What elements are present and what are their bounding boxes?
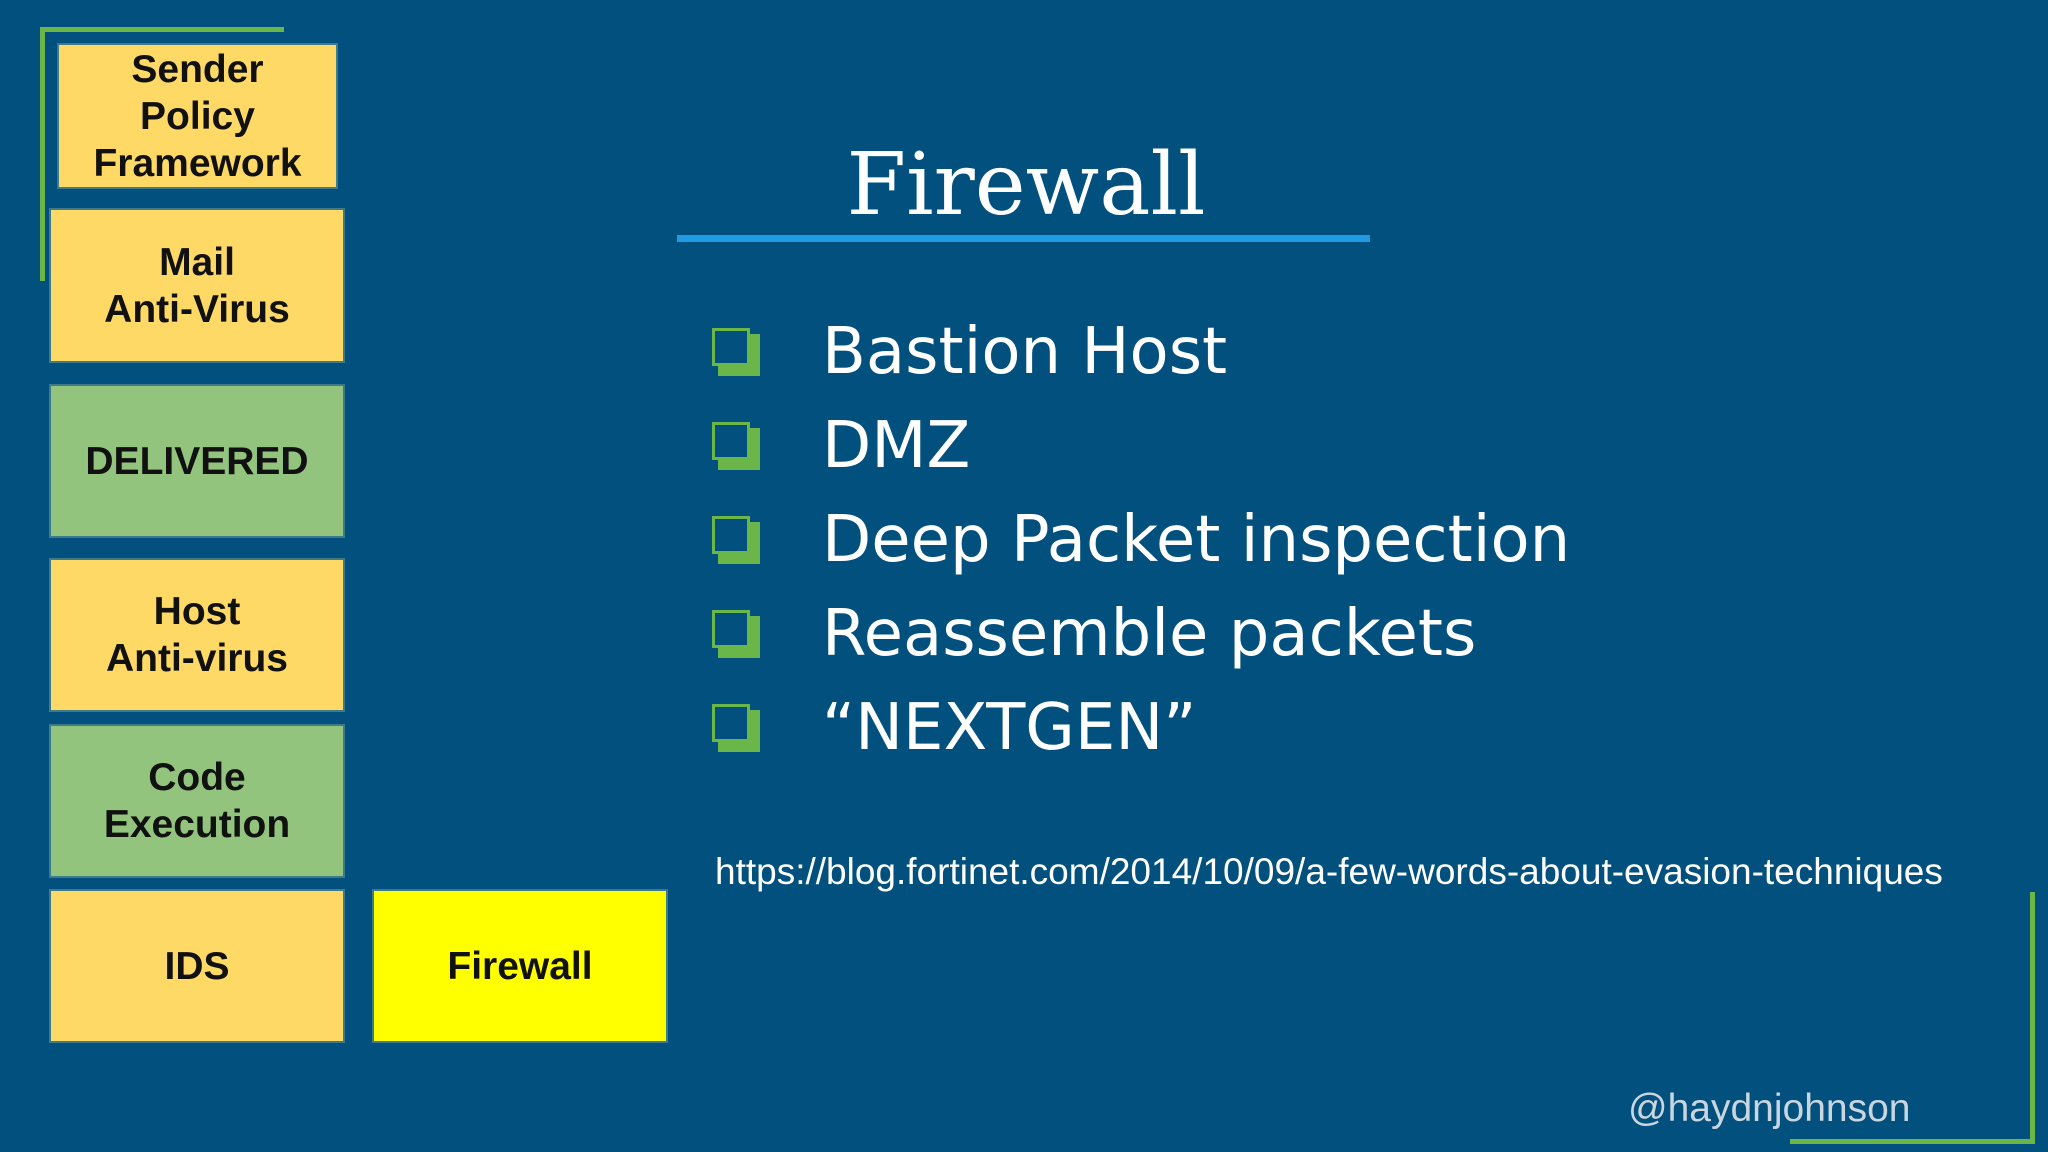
bullet-list: Bastion Host DMZ Deep Packet inspection …	[712, 305, 1570, 775]
frame-bottom-right-horizontal	[1790, 1139, 2035, 1144]
checkbox-bullet-icon	[712, 610, 760, 658]
box-host-anti-virus: Host Anti-virus	[49, 558, 345, 712]
bullet-item: Bastion Host	[712, 305, 1570, 399]
checkbox-bullet-icon	[712, 516, 760, 564]
source-url: https://blog.fortinet.com/2014/10/09/a-f…	[715, 851, 1943, 892]
title-underline	[677, 235, 1370, 242]
box-mail-anti-virus: Mail Anti-Virus	[49, 208, 345, 363]
bullet-text: DMZ	[822, 409, 971, 483]
bullet-item: Reassemble packets	[712, 587, 1570, 681]
bullet-text: Bastion Host	[822, 315, 1228, 389]
slide-title: Firewall	[846, 135, 1206, 235]
box-sender-policy-framework: Sender Policy Framework	[57, 43, 338, 189]
checkbox-bullet-icon	[712, 704, 760, 752]
bullet-text: Deep Packet inspection	[822, 503, 1571, 577]
bullet-text: Reassemble packets	[822, 597, 1477, 671]
box-delivered: DELIVERED	[49, 384, 345, 538]
frame-top-left-horizontal	[40, 27, 284, 32]
bullet-item: DMZ	[712, 399, 1570, 493]
bullet-text: “NEXTGEN”	[822, 691, 1197, 765]
bullet-item: “NEXTGEN”	[712, 681, 1570, 775]
box-code-execution: Code Execution	[49, 724, 345, 878]
bullet-item: Deep Packet inspection	[712, 493, 1570, 587]
checkbox-bullet-icon	[712, 422, 760, 470]
box-firewall: Firewall	[372, 889, 668, 1043]
box-ids: IDS	[49, 889, 345, 1043]
author-handle: @haydnjohnson	[1628, 1087, 1911, 1130]
frame-bottom-right-vertical	[2030, 892, 2035, 1144]
checkbox-bullet-icon	[712, 328, 760, 376]
frame-top-left-vertical	[40, 27, 45, 281]
